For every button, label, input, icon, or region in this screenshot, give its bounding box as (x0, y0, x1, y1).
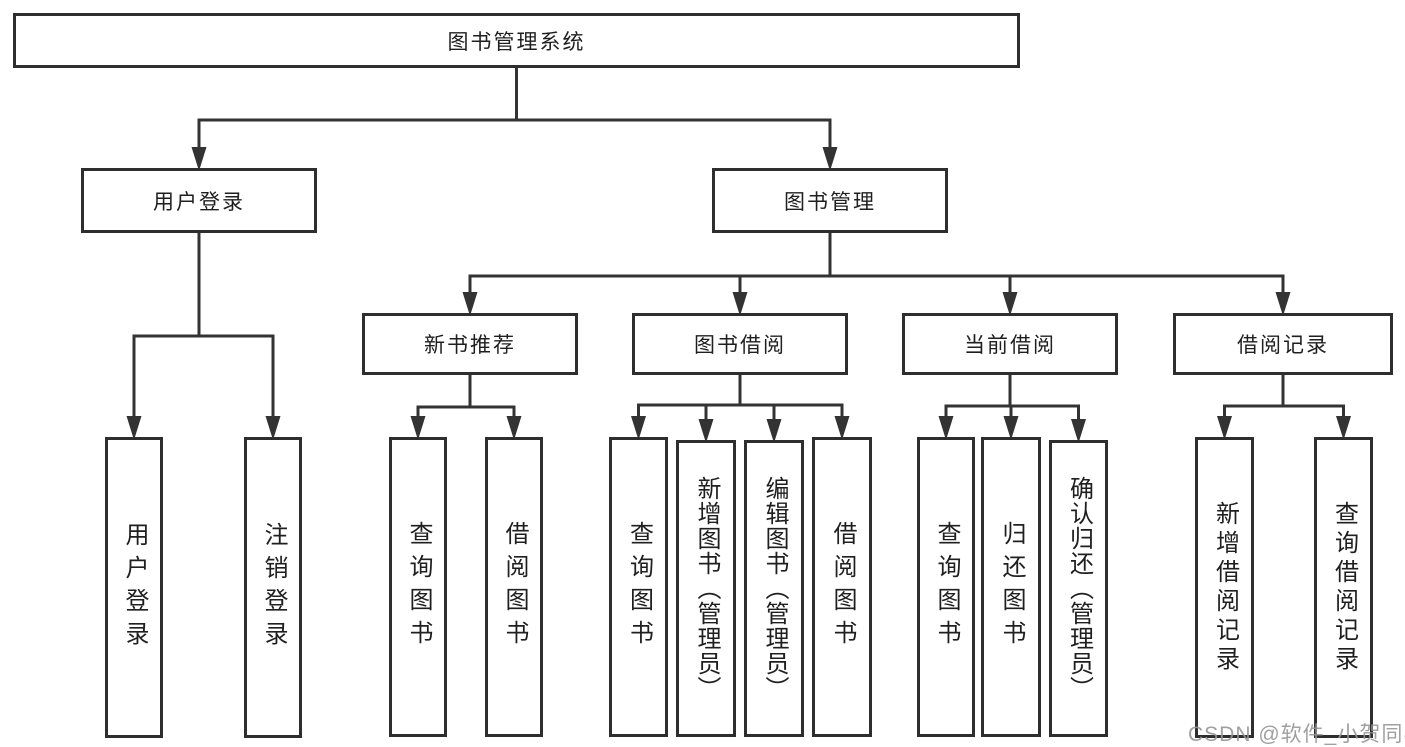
node-label: 查询借阅记录 (1330, 500, 1358, 675)
node-user-login: 用户登录 (81, 168, 317, 233)
node-label: 注销登录 (260, 521, 287, 654)
node-leaf-borrow-books-borrowing: 借阅图书 (812, 437, 872, 737)
node-label: 借阅图书 (829, 521, 856, 653)
node-borrowing-records: 借阅记录 (1173, 313, 1393, 375)
node-label: 查询图书 (405, 521, 432, 653)
node-leaf-edit-books-admin: 编辑图书（管理员） (744, 440, 804, 737)
node-label: 查询图书 (625, 521, 653, 653)
node-leaf-query-borrow-record: 查询借阅记录 (1314, 437, 1373, 738)
node-leaf-confirm-return-admin: 确认归还（管理员） (1049, 440, 1108, 737)
node-label: 新增图书（管理员） (693, 476, 720, 701)
node-leaf-return-books: 归还图书 (981, 437, 1041, 737)
node-current-borrowing: 当前借阅 (902, 313, 1118, 375)
node-label: 新增借阅记录 (1211, 500, 1239, 675)
node-leaf-query-books-borrowing: 查询图书 (609, 437, 668, 737)
node-new-book-recommend: 新书推荐 (362, 313, 578, 375)
node-label: 图书管理系统 (447, 30, 586, 54)
node-leaf-add-borrow-record: 新增借阅记录 (1195, 437, 1254, 738)
node-leaf-query-books-current: 查询图书 (917, 437, 975, 737)
node-label: 当前借阅 (964, 334, 1056, 357)
node-library-management-system: 图书管理系统 (13, 13, 1020, 68)
node-label: 编辑图书（管理员） (761, 476, 788, 701)
node-label: 用户登录 (121, 521, 148, 654)
node-book-borrowing: 图书借阅 (632, 313, 848, 375)
node-label: 图书借阅 (694, 334, 786, 357)
node-label: 确认归还（管理员） (1065, 476, 1093, 701)
node-label: 查询图书 (933, 521, 960, 653)
node-label: 图书管理 (784, 190, 876, 214)
node-leaf-logout: 注销登录 (244, 437, 302, 738)
node-label: 新书推荐 (424, 334, 516, 357)
node-leaf-query-books-recommend: 查询图书 (389, 437, 447, 737)
node-book-management: 图书管理 (712, 168, 948, 233)
node-leaf-borrow-books-recommend: 借阅图书 (485, 437, 543, 737)
node-label: 归还图书 (998, 521, 1025, 653)
node-label: 用户登录 (153, 190, 245, 214)
csdn-watermark: CSDN @软件_小贺同学 (1188, 723, 1405, 746)
node-label: 借阅记录 (1237, 334, 1329, 357)
node-leaf-user-login: 用户登录 (105, 437, 163, 738)
node-leaf-add-books-admin: 新增图书（管理员） (676, 440, 736, 737)
node-label: 借阅图书 (501, 521, 528, 653)
